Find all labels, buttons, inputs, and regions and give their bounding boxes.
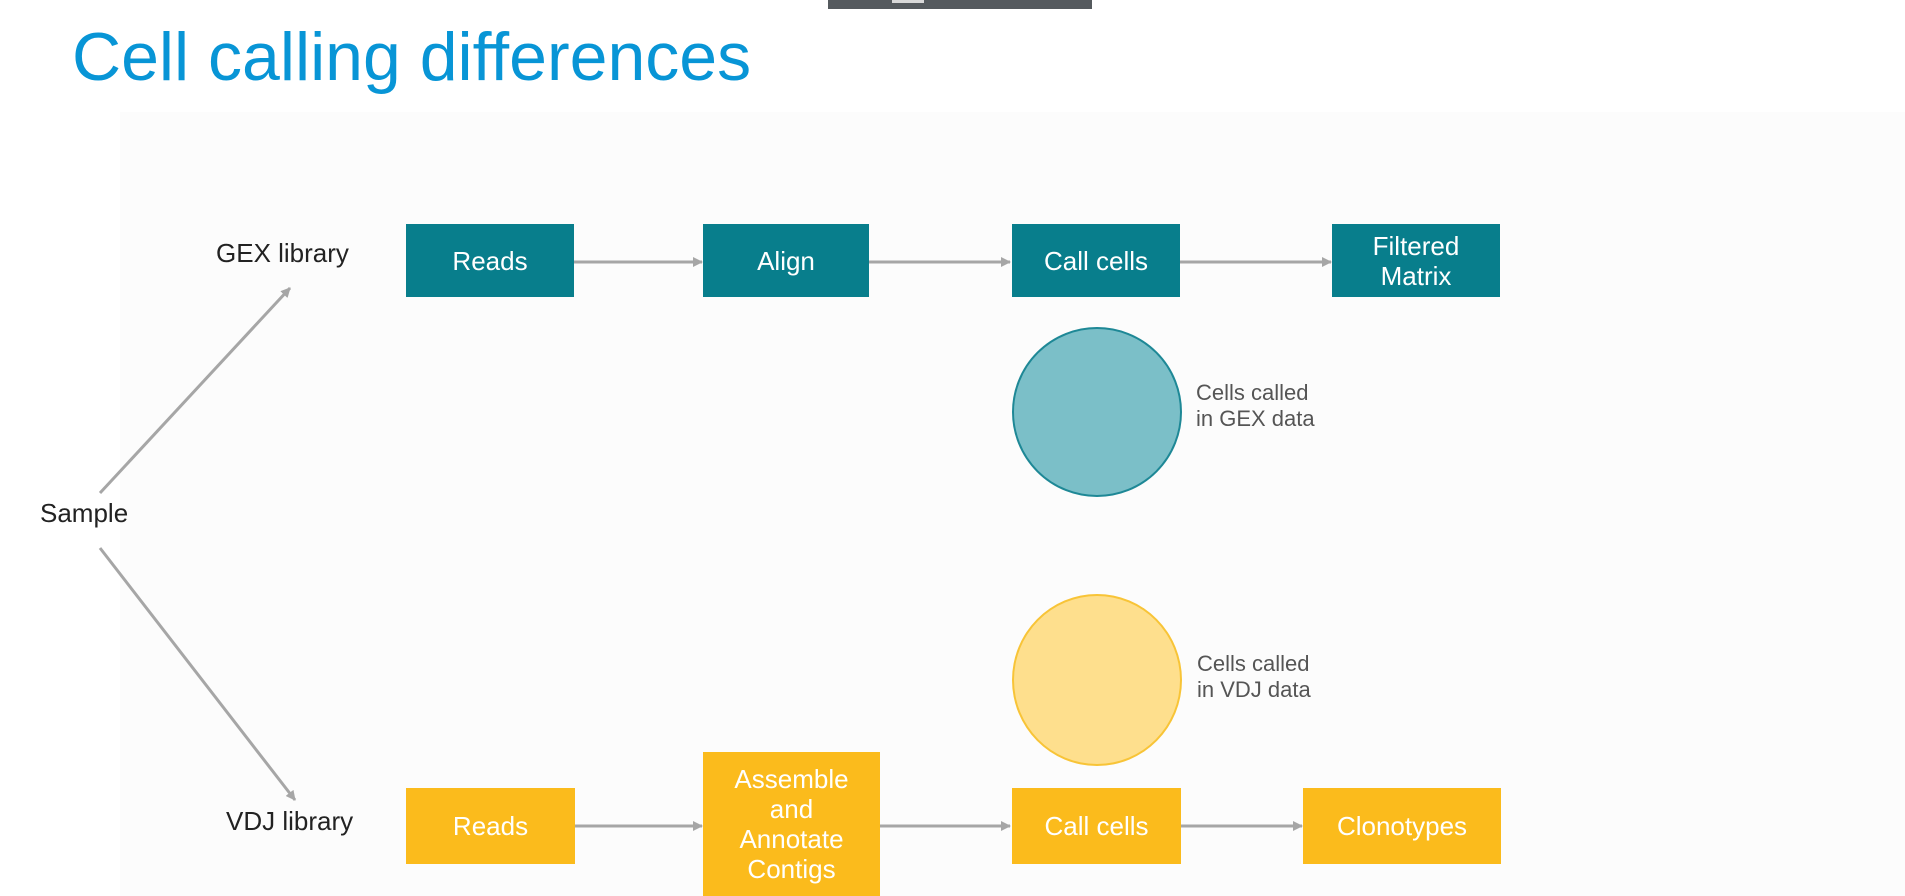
gex-cells-circle: [1012, 327, 1182, 497]
vdj-library-label: VDJ library: [226, 806, 354, 836]
arrow-sample-to-vdj: [98, 547, 297, 801]
vdj-reads-label: Reads: [452, 811, 529, 841]
top-tab: [828, 0, 1092, 9]
gex-cells-note-line-1: Cells called: [1196, 380, 1309, 405]
vdj-cells-note-line-2: in VDJ data: [1197, 677, 1311, 702]
vdj-assemble-label-1: Assemble: [734, 764, 849, 794]
gex-filtered-matrix-box: Filtered Matrix: [1332, 224, 1500, 297]
slide-title: Cell calling differences: [72, 19, 752, 95]
vdj-cells-note: Cells called in VDJ data: [1197, 651, 1311, 703]
gex-library-label: GEX library: [216, 238, 349, 268]
gex-call-cells-box: Call cells: [1012, 224, 1180, 297]
gex-call-cells-label: Call cells: [1043, 245, 1149, 276]
vdj-clonotypes-box: Clonotypes: [1303, 788, 1501, 864]
gex-align-label: Align: [757, 245, 815, 276]
gex-reads-box: Reads: [406, 224, 574, 297]
vdj-cells-note-line-1: Cells called: [1197, 651, 1310, 676]
vdj-assemble-box: Assemble and Annotate Contigs: [703, 752, 880, 896]
vdj-assemble-label-2: and: [769, 794, 814, 824]
gex-matrix-label: Matrix: [1380, 260, 1452, 291]
vdj-reads-box: Reads: [406, 788, 575, 864]
arrow-sample-to-gex: [98, 286, 292, 495]
vdj-cells-circle: [1012, 594, 1182, 766]
gex-align-box: Align: [703, 224, 869, 297]
top-tab-mark: [892, 0, 924, 3]
vdj-assemble-label-4: Contigs: [747, 854, 836, 884]
vdj-clonotypes-label: Clonotypes: [1336, 811, 1468, 841]
sample-label: Sample: [40, 498, 129, 528]
gex-filtered-label: Filtered: [1372, 230, 1460, 261]
vdj-call-cells-label: Call cells: [1044, 811, 1149, 841]
gex-cells-note: Cells called in GEX data: [1196, 380, 1315, 432]
vdj-assemble-label-3: Annotate: [739, 824, 844, 854]
gex-cells-note-line-2: in GEX data: [1196, 406, 1315, 431]
gex-reads-label: Reads: [452, 245, 528, 276]
vdj-call-cells-box: Call cells: [1012, 788, 1181, 864]
